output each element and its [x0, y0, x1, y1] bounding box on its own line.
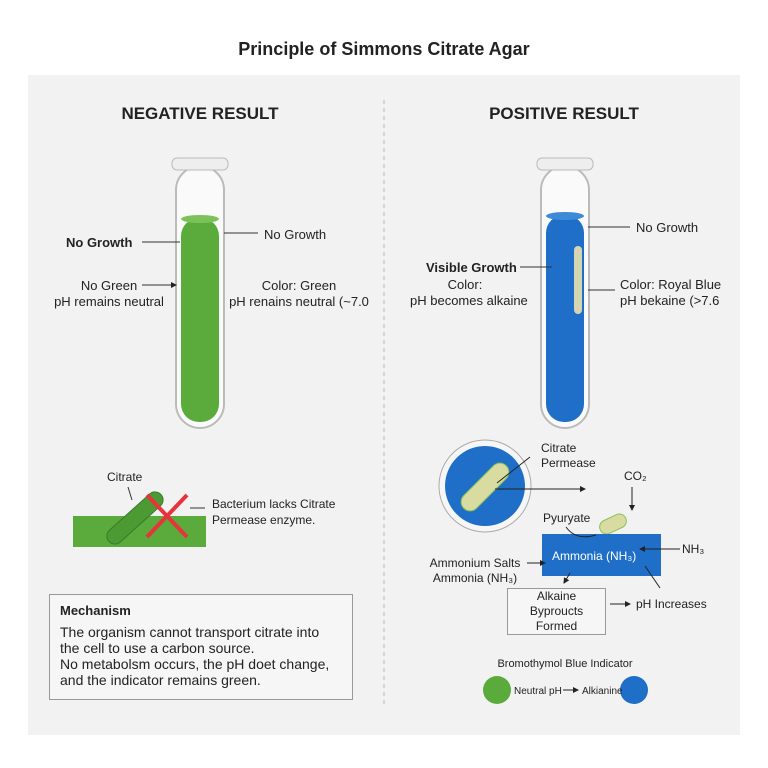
blue-indicator [620, 676, 648, 704]
salts-label: Ammonium Salts [429, 556, 521, 570]
positive-label: Color: [447, 277, 483, 292]
mechanism-line: and the indicator remains green. [60, 672, 261, 688]
negative-label: pH remains neutral [54, 294, 164, 309]
mechanism-line: the cell to use a carbon source. [60, 640, 255, 656]
negative-label: Color: Green [261, 278, 337, 293]
positive-label: pH becomes alkaine [410, 293, 528, 308]
pyruvate-label: Pyuryate [543, 511, 591, 525]
nh3-label: NH₃ [682, 542, 705, 556]
negative-label: No Growth [264, 227, 327, 242]
citrate-label: Citrate [107, 470, 143, 484]
ph-increases-label: pH Increases [636, 597, 707, 611]
negative-tube [171, 157, 229, 429]
negative-label: pH renains neutral (~7.0 [229, 294, 369, 309]
byproducts-box: Alkaine Byproucts Formed [507, 588, 606, 635]
mechanism-line: No metabolsm occurs, the pH doet change, [60, 656, 330, 672]
alkaline-label: Alkianine [582, 686, 623, 697]
mechanism-title: Mechanism [60, 603, 131, 618]
co2-label: CO₂ [624, 469, 647, 483]
negative-label: No Growth [66, 235, 133, 250]
neutral-label: Neutral pH [514, 686, 562, 697]
positive-label: Color: Royal Blue [620, 277, 722, 292]
positive-label: Visible Growth [426, 260, 517, 275]
byproducts-line: Byproucts [529, 604, 584, 618]
byproducts-line: Alkaine [536, 589, 577, 603]
indicator-title: Bromothymol Blue Indicator [497, 658, 633, 670]
permease-label: Permease [541, 456, 596, 470]
page-title: Principle of Simmons Citrate Agar [238, 39, 530, 59]
green-indicator [483, 676, 511, 704]
negative-label: No Green [80, 278, 138, 293]
positive-heading: POSITIVE RESULT [489, 104, 639, 123]
positive-label: pH bekaine (>7.6 [620, 293, 720, 308]
positive-tube [536, 157, 594, 429]
positive-label: No Growth [636, 220, 699, 235]
salts-label: Ammonia (NH₃) [432, 571, 518, 585]
lacks-label: Bacterium lacks Citrate [212, 497, 336, 511]
lacks-label: Permease enzyme. [212, 513, 316, 527]
mechanism-box: Mechanism The organism cannot transport … [49, 594, 353, 700]
mechanism-line: The organism cannot transport citrate in… [60, 624, 320, 640]
permease-label: Citrate [541, 441, 577, 455]
ammonia-box-label: Ammonia (NH₃) [552, 549, 637, 563]
byproducts-line: Formed [535, 619, 578, 633]
negative-heading: NEGATIVE RESULT [121, 104, 279, 123]
